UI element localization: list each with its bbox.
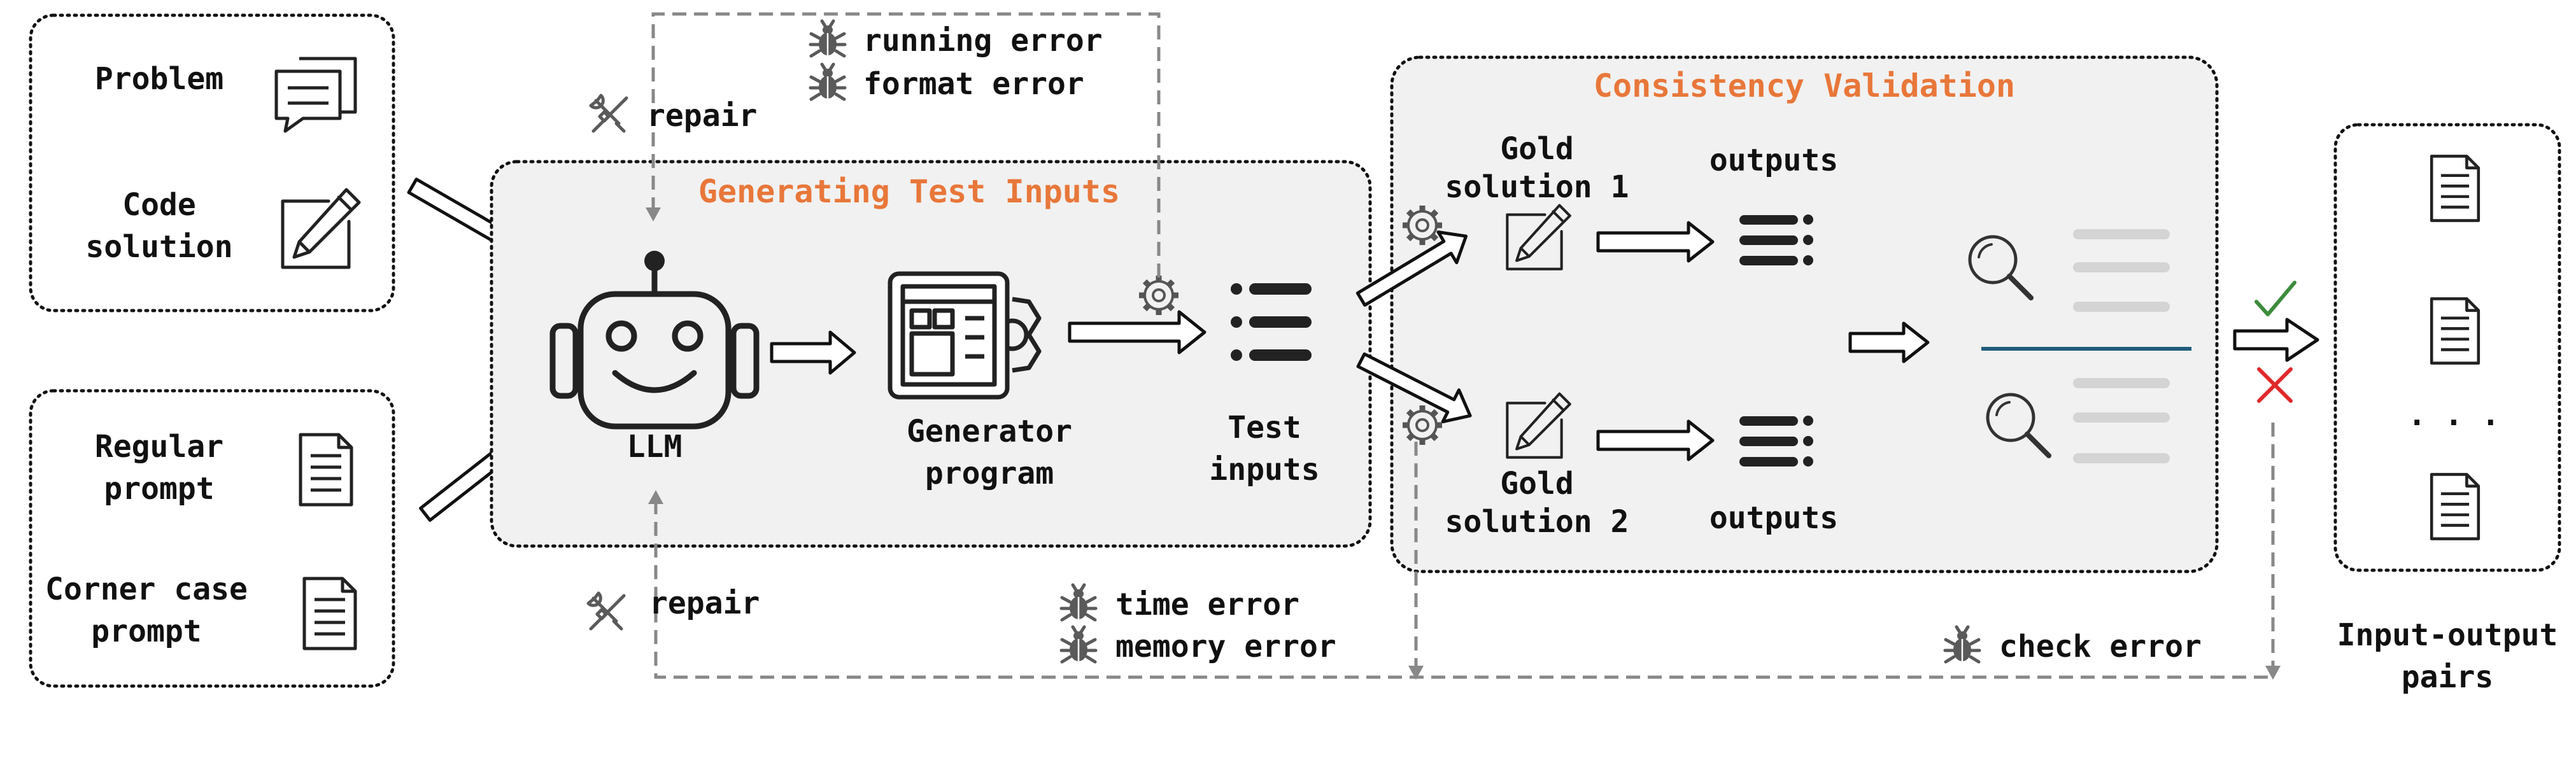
input-output-pairs-label-line2: pairs bbox=[2402, 659, 2494, 695]
bug-icon bbox=[810, 64, 845, 99]
feedback-loop-lines bbox=[651, 12, 2275, 679]
wrench-icon bbox=[588, 593, 624, 629]
regular-prompt-label-line1: Regular bbox=[95, 429, 223, 465]
output-placeholder-lines bbox=[2073, 229, 2170, 463]
consistency-validation-title: Consistency Validation bbox=[1594, 67, 2015, 104]
generating-test-inputs-title: Generating Test Inputs bbox=[698, 173, 1120, 210]
arrow-icon bbox=[1355, 230, 1472, 424]
bug-icon bbox=[810, 21, 845, 56]
cross-icon bbox=[2257, 367, 2293, 403]
chat-icon bbox=[274, 57, 357, 133]
more-pairs-ellipsis: . . . bbox=[2408, 397, 2500, 433]
bug-icon bbox=[1945, 627, 1979, 662]
wrench-icon bbox=[591, 95, 626, 131]
check-error-label: check error bbox=[1999, 629, 2202, 664]
arrow-icon bbox=[770, 330, 856, 375]
problem-label: Problem bbox=[95, 61, 223, 97]
format-error-label: format error bbox=[863, 66, 1084, 102]
repair-top-label: repair bbox=[647, 98, 757, 134]
gold-solution-1-label-line2: solution 1 bbox=[1445, 169, 1629, 205]
corner-case-prompt-label-line2: prompt bbox=[91, 614, 201, 649]
outputs-bottom-label: outputs bbox=[1709, 500, 1838, 536]
gold-solution-2-label-line1: Gold bbox=[1500, 466, 1574, 502]
outputs-top-label: outputs bbox=[1709, 143, 1838, 178]
gold-solution-1-label-line1: Gold bbox=[1500, 131, 1574, 167]
arrowhead-icon bbox=[646, 207, 2281, 680]
input-output-pairs-box bbox=[2333, 123, 2561, 572]
memory-error-label: memory error bbox=[1115, 629, 1336, 664]
generator-program-label-line2: program bbox=[925, 456, 1054, 491]
corner-case-prompt-label-line1: Corner case bbox=[45, 572, 248, 607]
arrow-icon bbox=[2233, 318, 2319, 362]
code-solution-label-line1: Code bbox=[122, 187, 196, 223]
bug-icon bbox=[1061, 585, 1096, 620]
test-inputs-label-line1: Test bbox=[1228, 410, 1301, 446]
gold-solution-2-label-line2: solution 2 bbox=[1445, 504, 1629, 540]
generator-program-label-line1: Generator bbox=[907, 414, 1072, 449]
time-error-label: time error bbox=[1115, 587, 1299, 622]
arrow-icon bbox=[1068, 310, 1207, 354]
running-error-label: running error bbox=[863, 23, 1103, 59]
repair-bottom-label: repair bbox=[649, 586, 760, 621]
llm-label: LLM bbox=[627, 429, 683, 465]
bug-icon bbox=[1061, 627, 1096, 662]
regular-prompt-label-line2: prompt bbox=[104, 471, 214, 507]
input-output-pairs-label-line1: Input-output bbox=[2337, 617, 2558, 653]
test-inputs-label-line2: inputs bbox=[1209, 452, 1319, 488]
check-icon bbox=[2254, 281, 2296, 316]
arrow-icon bbox=[1596, 221, 1930, 461]
robot-icon bbox=[549, 251, 760, 430]
code-solution-label-line2: solution bbox=[85, 229, 232, 265]
program-gear-icon bbox=[888, 271, 1042, 400]
